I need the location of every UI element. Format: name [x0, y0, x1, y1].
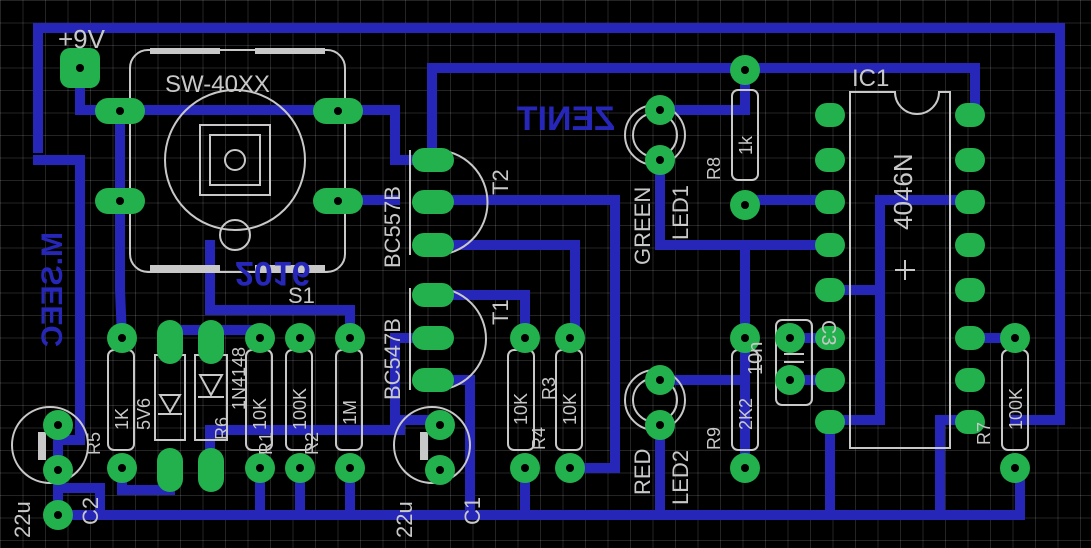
power-label: +9V — [58, 24, 106, 54]
r4-name-label: R4 — [529, 427, 549, 450]
ic-name-label: IC1 — [852, 65, 889, 92]
copper-text-author: M.SEEC — [36, 232, 69, 347]
c3-outline — [775, 319, 813, 406]
t1-part-label: BC547B — [380, 318, 405, 400]
c2-value-label: 22u — [10, 501, 35, 538]
c1-outline — [393, 406, 471, 484]
t2-outline — [434, 149, 489, 256]
ic-outline — [849, 91, 951, 449]
copper-text-year: 2016 — [235, 254, 311, 292]
r8-outline — [731, 89, 759, 181]
ic-pads-right — [955, 103, 985, 434]
led1-color-label: GREEN — [630, 187, 655, 265]
diode-value-label: 1N4148 — [229, 347, 249, 410]
labels: +9V SW-40XX S1 IC1 4046N T2 BC557B T1 BC… — [10, 24, 1026, 538]
c3-name-label: C3 — [817, 320, 839, 346]
pad-t1 — [412, 326, 454, 350]
r1-value-label: 10K — [250, 398, 270, 430]
ic-part-label: 4046N — [888, 153, 918, 230]
r9-value-label: 2K2 — [736, 398, 756, 430]
r3-name-label: R3 — [539, 377, 559, 400]
pad-t1 — [412, 368, 454, 392]
r7-name-label: R7 — [974, 422, 994, 445]
r8-name-label: R8 — [704, 157, 724, 180]
c2-name-label: C2 — [78, 497, 103, 525]
r1-name-label: R1 — [256, 432, 276, 455]
switch-outline — [129, 49, 346, 273]
round-pads — [43, 55, 1030, 530]
r4-value-label: 10K — [511, 393, 531, 425]
c1-value-label: 22u — [392, 501, 417, 538]
ic-pads-left — [815, 103, 845, 434]
c3-value-label: 10n — [745, 342, 767, 375]
r2-name-label: R2 — [302, 432, 322, 455]
zener-outline — [154, 354, 186, 441]
r5-value-label: 1K — [112, 408, 132, 430]
switch-name-label: S1 — [288, 283, 315, 308]
silkscreen — [11, 48, 1029, 484]
r7-value-label: 100K — [1006, 388, 1026, 430]
led1-name-label: LED1 — [668, 185, 693, 240]
rx-value-label: 1M — [340, 400, 360, 425]
t2-name-label: T2 — [488, 169, 513, 195]
zener-value-label: 5V6 — [134, 398, 154, 430]
r3-value-label: 10K — [560, 393, 580, 425]
r9-name-label: R9 — [704, 427, 724, 450]
copper-text-zenit: ZENIT — [517, 100, 615, 138]
switch-part-label: SW-40XX — [165, 71, 270, 98]
t1-name-label: T1 — [488, 299, 513, 325]
r2-value-label: 100K — [290, 388, 310, 430]
copper-traces — [33, 23, 1065, 520]
c1-name-label: C1 — [460, 497, 485, 525]
pads — [43, 48, 1030, 530]
pad-t2 — [412, 148, 454, 172]
pad-t1 — [412, 283, 454, 307]
r5-name-label: R5 — [84, 432, 104, 455]
pad-t2 — [412, 190, 454, 214]
r8-value-label: 1k — [736, 135, 756, 155]
r6-name-label: R6 — [212, 417, 232, 440]
c2-outline — [11, 406, 89, 484]
t2-part-label: BC557B — [380, 186, 405, 268]
pad-t2 — [412, 233, 454, 257]
led2-color-label: RED — [630, 449, 655, 495]
led2-name-label: LED2 — [668, 450, 693, 505]
r5-outline — [107, 349, 135, 451]
t1-outline — [434, 287, 487, 391]
